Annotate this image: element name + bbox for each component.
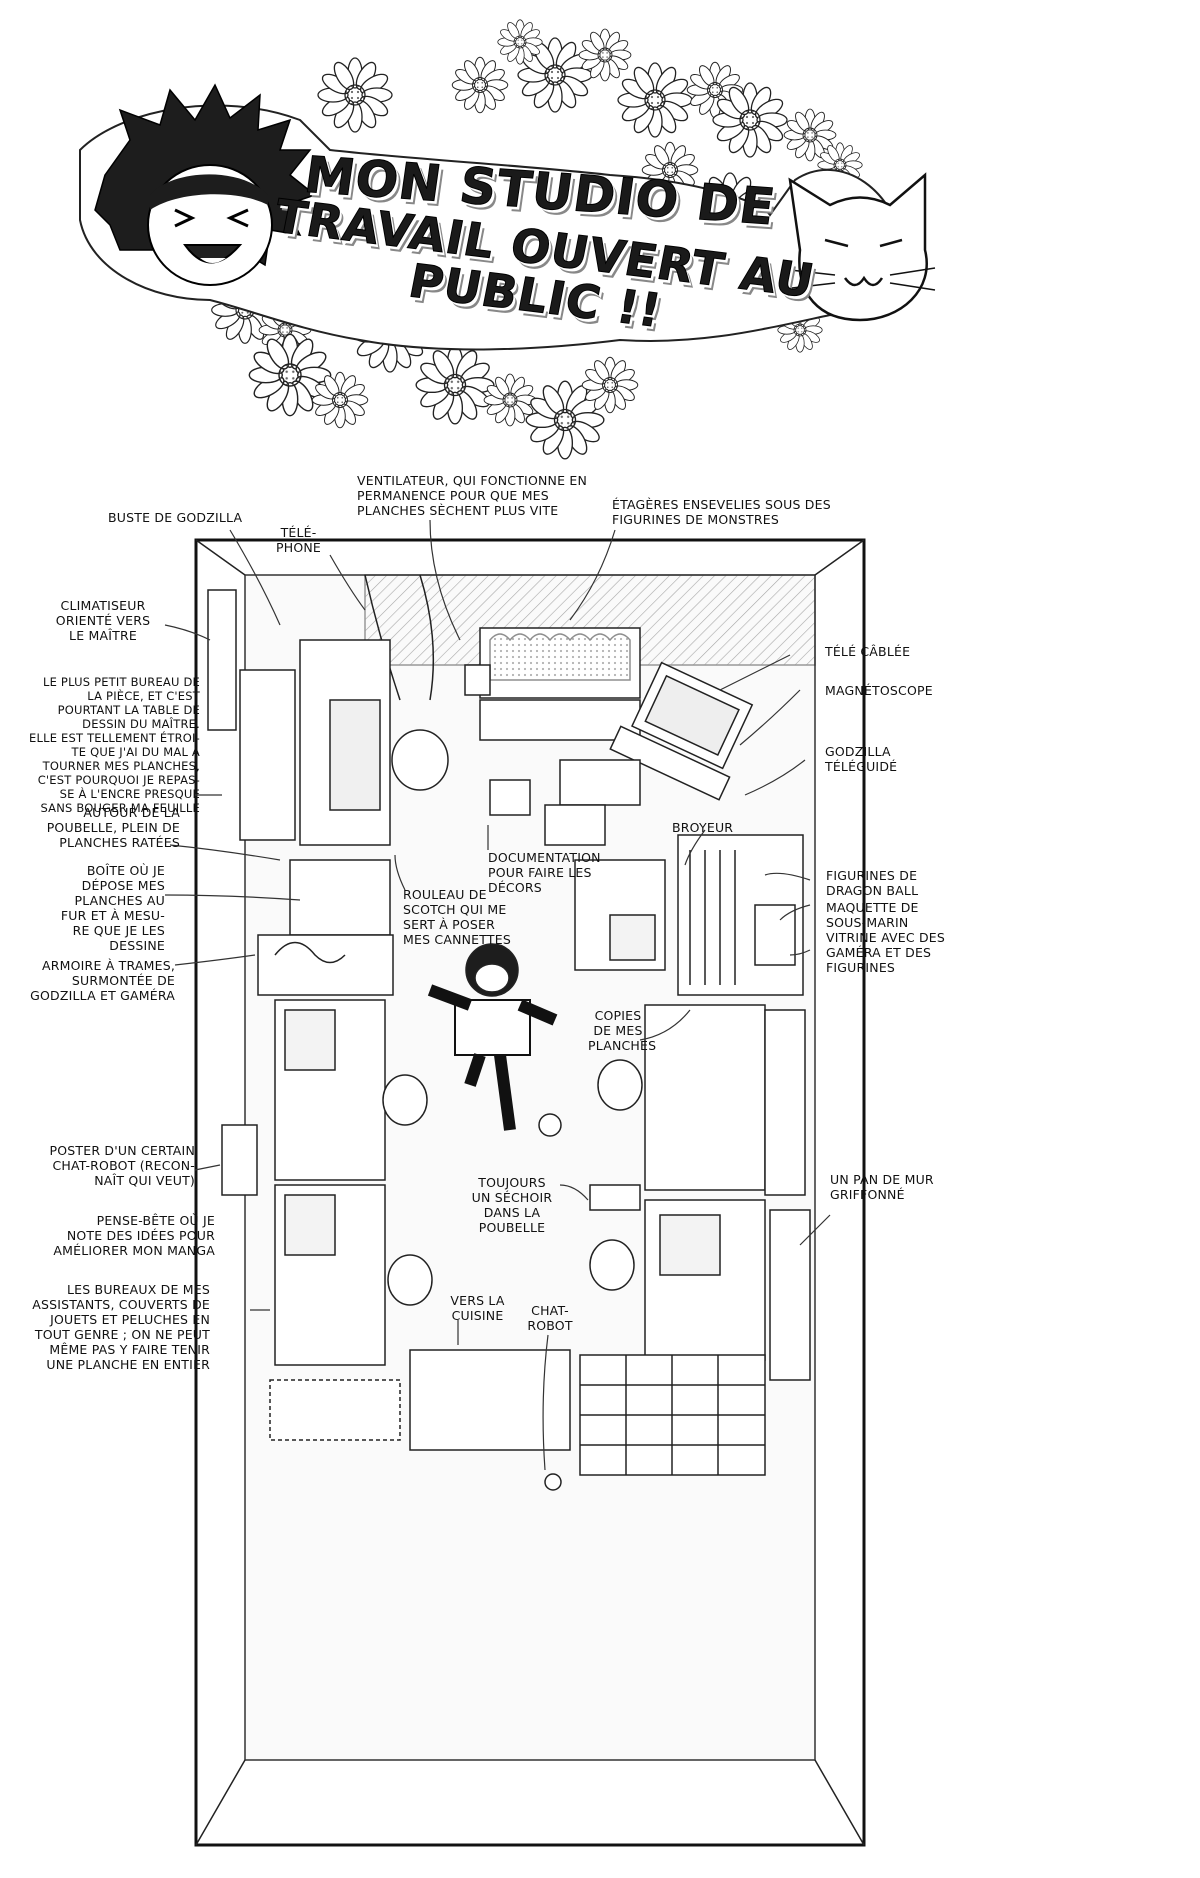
author-face-illustration	[94, 83, 317, 286]
label-sous-marin: MAQUETTE DE SOUS-MARIN	[826, 900, 919, 930]
label-chat-robot: CHAT- ROBOT	[527, 1303, 573, 1333]
cat-face-illustration	[788, 172, 936, 322]
label-tele-cablee: TÉLÉ CÂBLÉE	[825, 644, 911, 659]
label-mur: UN PAN DE MUR GRIFFONNÉ	[830, 1172, 934, 1202]
label-godzilla-bust: BUSTE DE GODZILLA	[108, 510, 243, 525]
label-pense-bete: PENSE-BÊTE OÙ JE NOTE DES IDÉES POUR AMÉ…	[53, 1213, 215, 1258]
label-poster: POSTER D'UN CERTAIN CHAT-ROBOT (RECON- N…	[49, 1143, 195, 1188]
label-copies: COPIES DE MES PLANCHES	[588, 1008, 657, 1053]
label-magnetoscope: MAGNÉTOSCOPE	[825, 683, 933, 698]
label-boite: BOÎTE OÙ JE DÉPOSE MES PLANCHES AU FUR E…	[60, 863, 165, 953]
label-documentation: DOCUMENTATION POUR FAIRE LES DÉCORS	[488, 850, 601, 895]
label-vitrine: VITRINE AVEC DES GAMÉRA ET DES FIGURINES	[826, 930, 946, 975]
label-scotch: ROULEAU DE SCOTCH QUI ME SERT À POSER ME…	[403, 887, 511, 947]
label-ventilateur: VENTILATEUR, QUI FONCTIONNE EN PERMANENC…	[357, 473, 588, 518]
label-dragon-ball: FIGURINES DE DRAGON BALL	[826, 868, 919, 898]
label-armoire: ARMOIRE À TRAMES, SURMONTÉE DE GODZILLA …	[30, 958, 175, 1003]
page-title: MON STUDIO DE TRAVAIL OUVERT AU PUBLIC !…	[250, 145, 830, 338]
label-etageres: ÉTAGÈRES ENSEVELIES SOUS DES FIGURINES D…	[612, 497, 831, 527]
author-figure	[427, 943, 558, 1131]
label-bureau: LE PLUS PETIT BUREAU DE LA PIÈCE, ET C'E…	[29, 675, 200, 815]
studio-room-illustration	[164, 519, 866, 1847]
label-telephone: TÉLÉ- PHONE	[276, 525, 322, 555]
label-climatiseur: CLIMATISEUR ORIENTÉ VERS LE MAÎTRE	[55, 598, 151, 643]
label-godzilla-teleguide: GODZILLA TÉLÉGUIDÉ	[825, 744, 898, 774]
label-cuisine: VERS LA CUISINE	[450, 1293, 505, 1323]
label-assistants: LES BUREAUX DE MES ASSISTANTS, COUVERTS …	[32, 1282, 210, 1372]
label-poubelle: AUTOUR DE LA POUBELLE, PLEIN DE PLANCHES…	[46, 805, 180, 850]
label-broyeur: BROYEUR	[672, 820, 734, 835]
label-sechoir: TOUJOURS UN SÉCHOIR DANS LA POUBELLE	[471, 1175, 553, 1235]
